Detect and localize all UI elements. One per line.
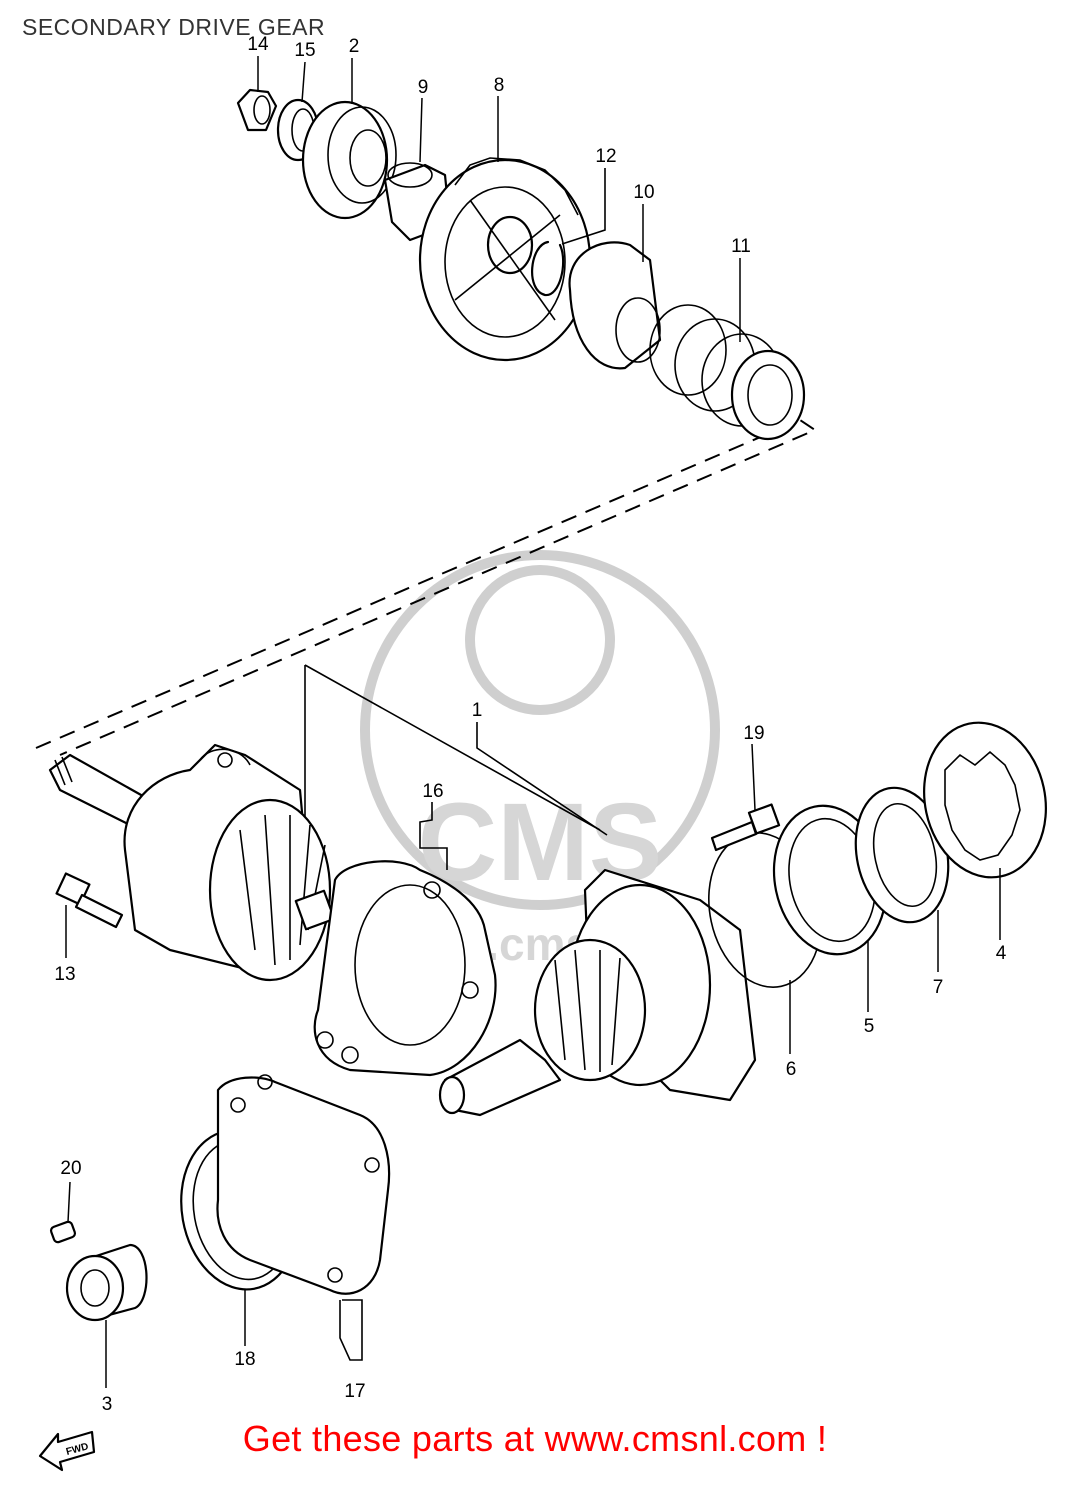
gasket-hole-2 [461, 981, 479, 999]
callout-13: 13 [54, 964, 75, 985]
callout-11: 11 [731, 236, 751, 257]
front-direction-marker: FWD [38, 1430, 96, 1472]
callout-19: 19 [743, 723, 764, 744]
driven-bevel-gear [533, 938, 647, 1082]
gasket-17-hole-3 [327, 1267, 343, 1283]
watermark-head [465, 565, 615, 715]
callout-12: 12 [595, 146, 616, 167]
watermark-ring [360, 550, 720, 910]
bearing-3-face [65, 1254, 125, 1322]
nut-bore [253, 95, 271, 125]
part-19-bolt [710, 803, 781, 852]
gasket-outline [313, 860, 497, 1077]
diagram-title: SECONDARY DRIVE GEAR [22, 14, 326, 40]
gasket-bore [354, 884, 466, 1046]
leader-lines [65, 56, 1001, 1388]
gear-hub [486, 215, 534, 275]
leader-15 [301, 61, 306, 103]
leader-9 [419, 97, 423, 163]
bolt-19-shank [710, 820, 758, 852]
bolt-shank [74, 893, 124, 929]
bearing-3-bore [80, 1269, 110, 1307]
gear-teeth [454, 157, 579, 216]
callout-16: 16 [422, 781, 443, 802]
assembly-group-outline [35, 418, 818, 831]
leader-17 [339, 1299, 363, 1361]
housing-bolt-hole [217, 752, 233, 768]
leader-20 [67, 1181, 71, 1223]
callout-4: 4 [996, 943, 1007, 964]
spring-bore [747, 364, 793, 426]
bevel-gear-key [294, 889, 336, 931]
callout-numbers: 14 15 2 9 8 12 10 11 1 16 19 4 7 5 6 13 … [54, 34, 1006, 1415]
part-drive-shaft-housing [48, 743, 336, 982]
footer-link-text[interactable]: Get these parts at www.cmsnl.com ! [242, 1418, 828, 1459]
spring-coil-1 [649, 304, 727, 396]
leader-1 [476, 722, 608, 836]
callout-20: 20 [60, 1158, 81, 1179]
driven-gear-teeth [554, 949, 621, 1072]
gasket-17-hole-4 [257, 1074, 273, 1090]
gear-web [444, 186, 566, 338]
part-4-lock-nut [923, 721, 1047, 879]
circlip-shape [531, 240, 565, 297]
gasket-hole-4 [316, 1031, 334, 1049]
bearing-inner [349, 129, 387, 187]
part-17-gasket [216, 1074, 391, 1295]
leader-16 [419, 802, 448, 870]
shaft-end [438, 1075, 466, 1115]
gasket-17-outline [216, 1076, 391, 1295]
spring-end-coil [730, 349, 806, 441]
bevel-gear-teeth [239, 814, 326, 966]
gasket-hole-3 [341, 1046, 359, 1064]
part-11-spring [649, 304, 806, 441]
group-bracket-top [304, 664, 601, 831]
housing-ear [199, 748, 251, 766]
pin-shape [49, 1220, 77, 1244]
gasket-17-hole-1 [230, 1097, 246, 1113]
callout-1: 1 [472, 700, 483, 721]
bearing-outer [301, 100, 389, 220]
part-14-nut [236, 88, 278, 132]
callout-8: 8 [494, 75, 505, 96]
part-20-pin [49, 1220, 77, 1244]
cam-body [568, 241, 662, 370]
cam-splined-bore [615, 297, 661, 363]
part-10-cam [568, 241, 662, 370]
callout-3: 3 [102, 1394, 113, 1415]
part-8-gear [418, 157, 592, 362]
front-arrow-icon [38, 1430, 96, 1472]
callout-14: 14 [247, 34, 269, 55]
lock-nut-castellation [944, 750, 1021, 861]
bearing-race [327, 106, 397, 204]
callout-2: 2 [349, 36, 360, 57]
callout-10: 10 [633, 182, 654, 203]
callout-18: 18 [234, 1349, 255, 1370]
part-13-bolt [55, 872, 124, 929]
nut-shape [236, 88, 278, 132]
dashed-group-line [35, 418, 818, 756]
callout-5: 5 [864, 1016, 875, 1037]
leader-19 [751, 743, 756, 811]
part-16-gasket [313, 860, 497, 1077]
gasket-17-hole-2 [364, 1157, 380, 1173]
callout-7: 7 [933, 977, 944, 998]
leader-12 [561, 168, 606, 245]
gear-spoke-b [454, 214, 561, 301]
shaft-thread-lines [54, 756, 73, 786]
seal-inner [872, 802, 938, 908]
callout-17: 17 [344, 1381, 365, 1402]
callout-15: 15 [294, 40, 315, 61]
part-12-circlip [531, 240, 565, 297]
part-3-bearing [65, 1243, 148, 1322]
callout-6: 6 [786, 1059, 797, 1080]
gear-spoke-a [469, 199, 556, 321]
callout-9: 9 [418, 77, 429, 98]
gasket-hole-1 [423, 881, 441, 899]
part-2-bearing [301, 100, 397, 220]
spacer-flange [387, 162, 433, 188]
